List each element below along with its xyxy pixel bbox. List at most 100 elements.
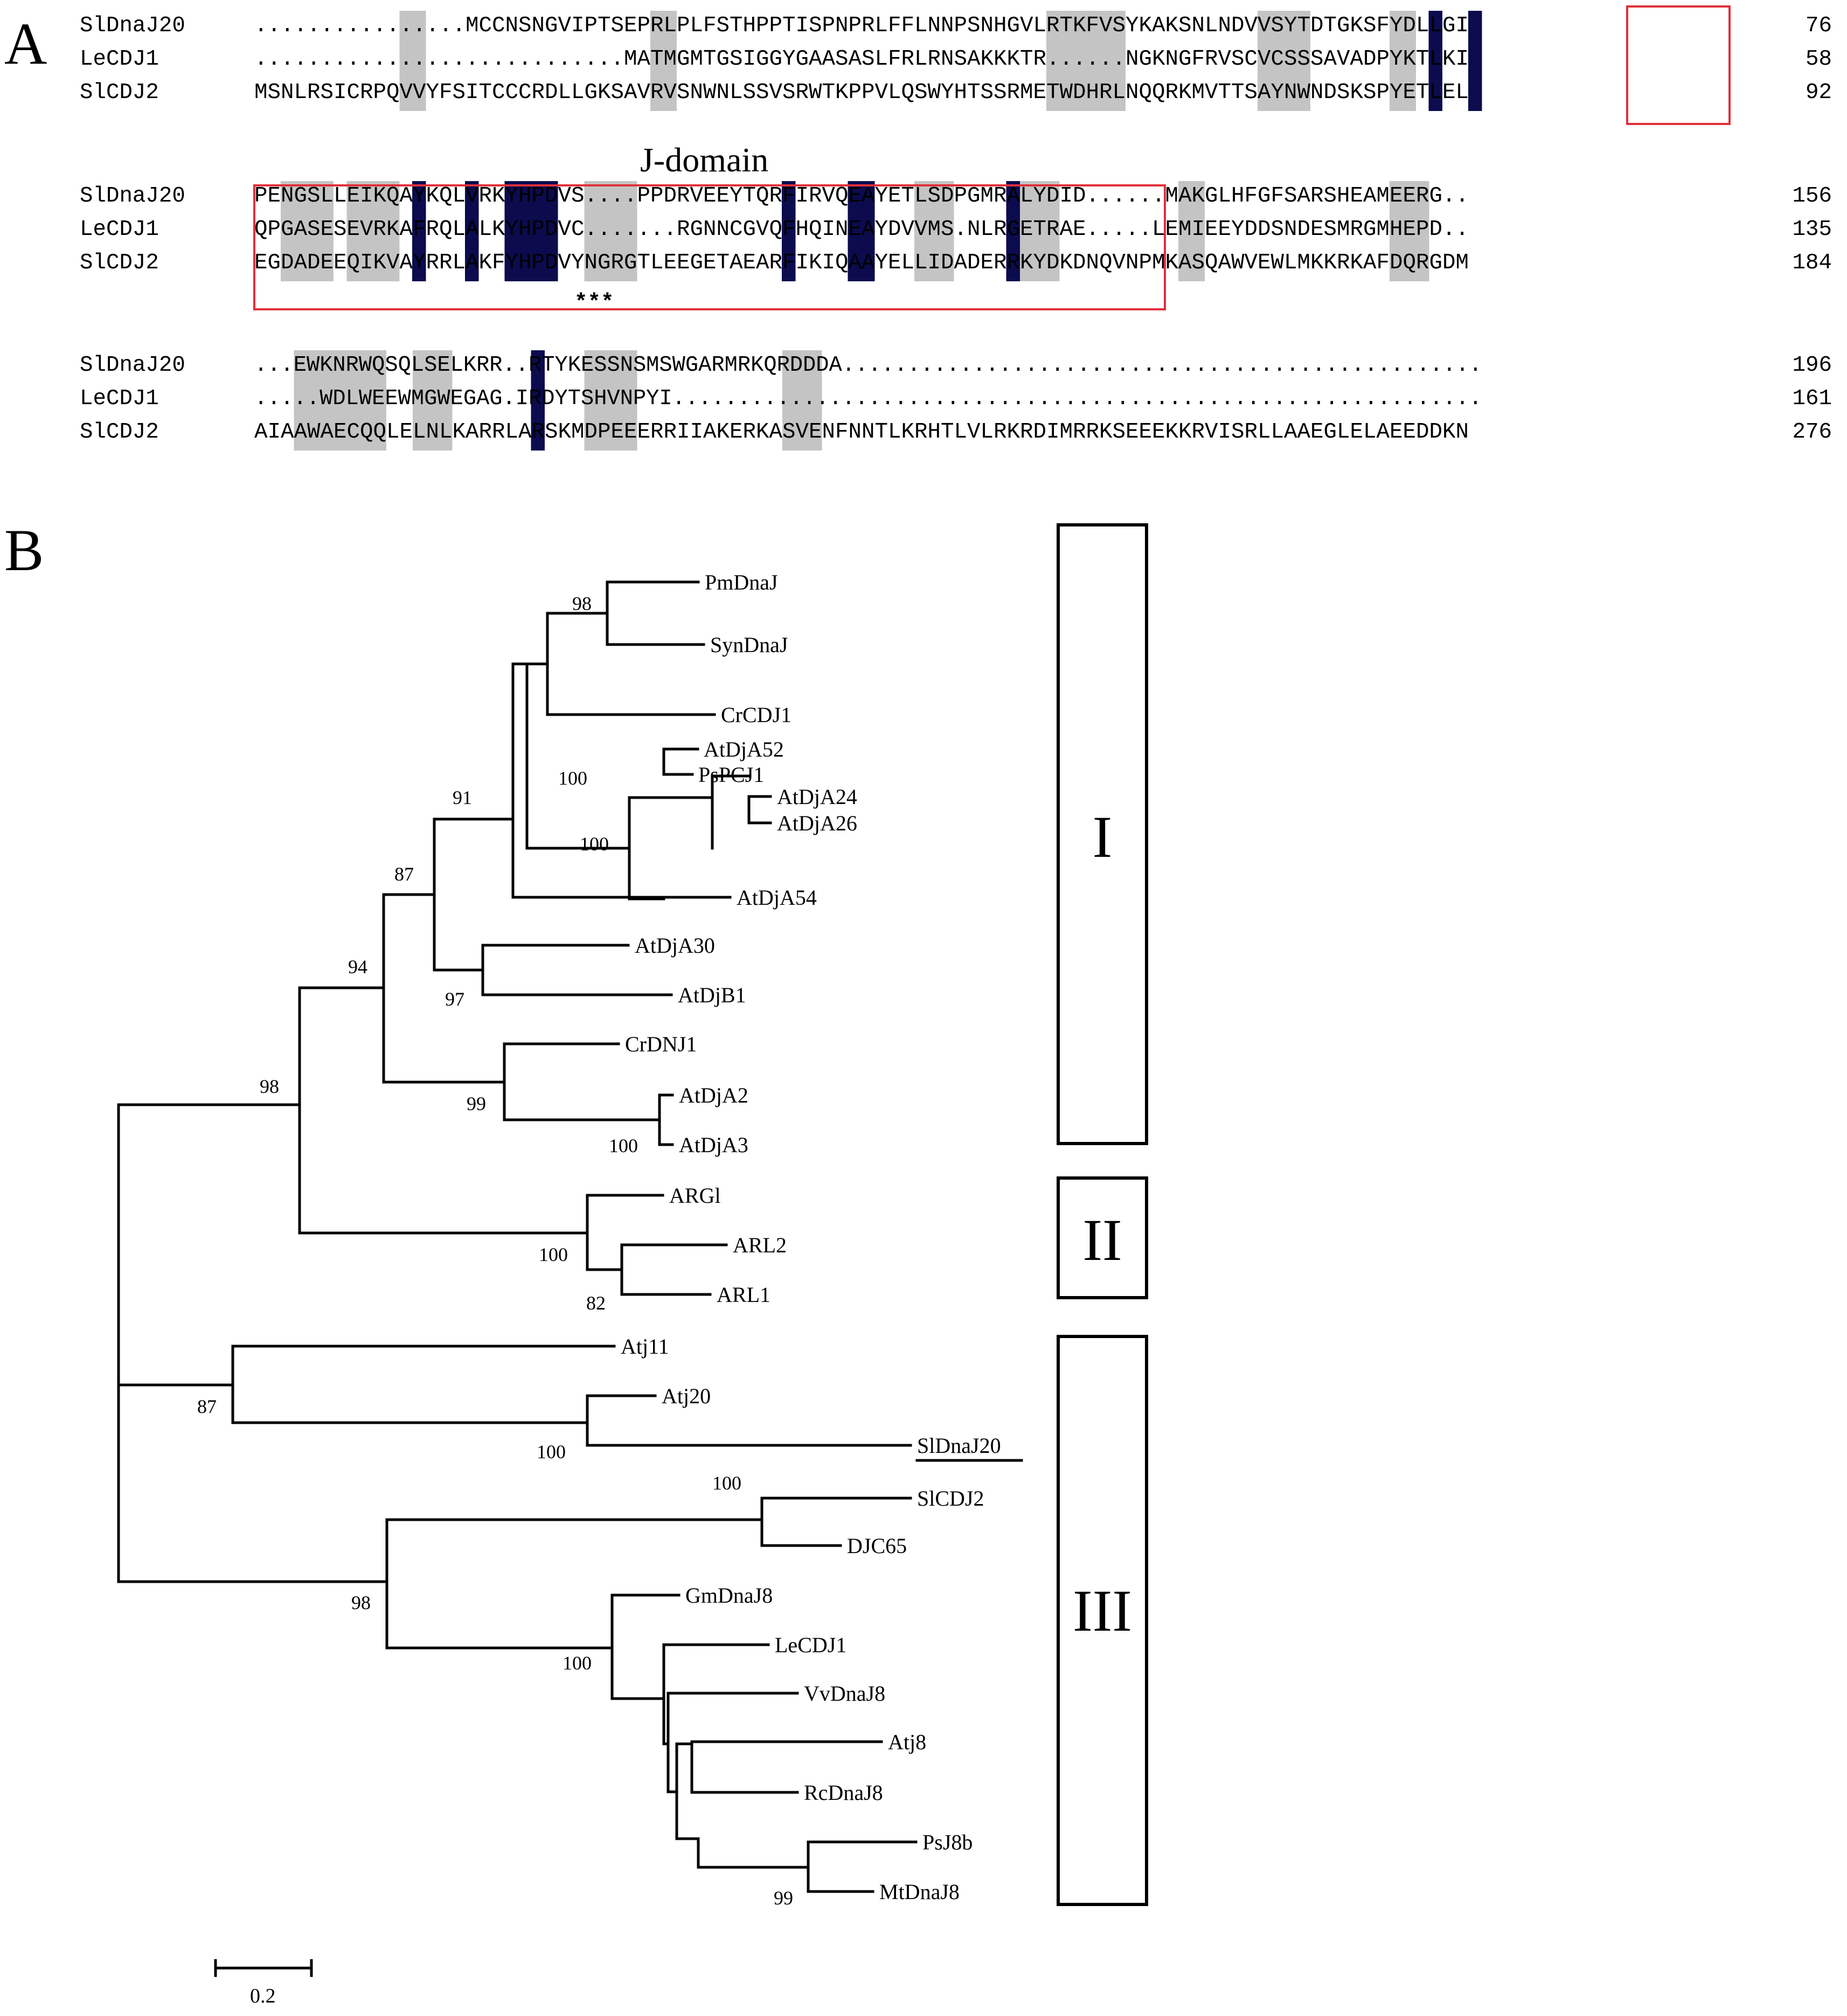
panel-a-alignment: A SlDnaJ20 ................MCCNSNGVIPTSEP… xyxy=(4,5,1832,451)
clade-III-box xyxy=(1057,1335,1148,1906)
similar-residue-highlight xyxy=(320,181,334,281)
bootstrap-value: 100 xyxy=(712,1472,741,1494)
identical-residue-highlight xyxy=(861,181,875,281)
sequence-residues: QPGASESEVRKAFRQLALKYHPDVC.......RGNNCGVQ… xyxy=(254,217,1469,242)
bootstrap-value: 94 xyxy=(348,956,367,978)
similar-residue-highlight xyxy=(346,350,360,451)
leaf-label: ARL1 xyxy=(717,1283,770,1307)
similar-residue-highlight xyxy=(1284,11,1297,111)
similar-residue-highlight xyxy=(598,181,611,281)
similar-residue-highlight xyxy=(1178,181,1192,281)
tree-bootstrap-values: 98 100 100 91 87 97 94 99 100 98 100 82 … xyxy=(197,593,793,1909)
sequence-residues: AIAAWAECQQLELNLKARRLARSKMDPEEERRIIAKERKA… xyxy=(254,420,1469,445)
identical-residue-highlight xyxy=(1428,11,1442,111)
similar-residue-highlight xyxy=(1402,11,1416,111)
leaf-label: AtDjA3 xyxy=(679,1133,748,1157)
similar-residue-highlight xyxy=(1297,11,1310,111)
similar-residue-highlight xyxy=(373,181,386,281)
bootstrap-value: 100 xyxy=(563,1652,592,1674)
leaf-label: AtDjA2 xyxy=(679,1083,748,1107)
sequence-name: LeCDJ1 xyxy=(80,386,159,411)
sequence-residues: ................MCCNSNGVIPTSEPRLPLFSTHPP… xyxy=(254,13,1469,38)
similar-residue-highlight xyxy=(386,181,400,281)
leaf-label: AtDjA54 xyxy=(737,885,817,910)
bootstrap-value: 100 xyxy=(558,767,587,789)
leaf-label: Atj8 xyxy=(888,1730,926,1754)
bootstrap-value: 100 xyxy=(609,1135,638,1156)
sequence-end-position: 156 xyxy=(1793,184,1832,209)
similar-residue-highlight xyxy=(1416,181,1429,281)
similar-residue-highlight xyxy=(320,350,334,451)
similar-residue-highlight xyxy=(914,181,928,281)
sequence-end-position: 135 xyxy=(1793,217,1832,242)
leaf-label: PmDnaJ xyxy=(705,570,778,594)
identical-residue-highlight xyxy=(504,181,518,281)
leaf-label: VvDnaJ8 xyxy=(804,1681,885,1706)
panel-a-letter: A xyxy=(4,11,47,77)
leaf-label: Atj20 xyxy=(662,1384,711,1408)
similar-residue-highlight xyxy=(663,11,677,111)
identical-residue-highlight xyxy=(412,181,426,281)
bootstrap-value: 100 xyxy=(580,833,609,855)
similar-residue-highlight xyxy=(413,11,426,111)
similar-residue-highlight xyxy=(294,181,307,281)
leaf-label: GmDnaJ8 xyxy=(685,1583,773,1608)
similar-residue-highlight xyxy=(1390,11,1403,111)
clade-III-label: III xyxy=(1073,1578,1132,1644)
similar-residue-highlight xyxy=(1270,11,1284,111)
bootstrap-value: 98 xyxy=(260,1076,279,1097)
clade-I-label: I xyxy=(1093,804,1113,870)
similar-residue-highlight xyxy=(927,181,941,281)
bootstrap-value: 99 xyxy=(774,1887,793,1909)
similar-residue-highlight xyxy=(334,350,347,451)
leaf-label: MtDnaJ8 xyxy=(879,1880,960,1904)
sequence-name: SlDnaJ20 xyxy=(80,184,185,209)
similar-residue-highlight xyxy=(360,350,373,451)
panel-b-phylogenetic-tree: B xyxy=(4,517,1148,2007)
identical-residue-highlight xyxy=(465,181,479,281)
sequence-name: SlDnaJ20 xyxy=(80,13,185,38)
alignment-highlights xyxy=(281,11,1482,451)
scale-bar xyxy=(214,1959,313,1977)
leaf-label: DJC65 xyxy=(847,1534,907,1558)
similar-residue-highlight xyxy=(346,181,360,281)
bootstrap-value: 87 xyxy=(197,1396,217,1417)
leaf-label: AtDjA52 xyxy=(704,737,784,761)
bootstrap-value: 99 xyxy=(467,1093,486,1114)
similar-residue-highlight xyxy=(281,181,294,281)
similar-residue-highlight xyxy=(1191,181,1205,281)
bootstrap-value: 98 xyxy=(351,1592,371,1613)
panel-b-letter: B xyxy=(4,517,44,583)
similar-residue-highlight xyxy=(941,181,954,281)
similar-residue-highlight xyxy=(1046,11,1060,111)
similar-residue-highlight xyxy=(782,350,796,451)
similar-residue-highlight xyxy=(1086,11,1099,111)
leaf-label: PsJ8b xyxy=(922,1830,973,1854)
leaf-label: AtDjA24 xyxy=(777,785,857,809)
leaf-label: AtDjB1 xyxy=(678,983,746,1007)
hpd-motif-stars: *** xyxy=(574,290,614,315)
sequence-residues: EGDADEEQIKVAYRRLAKFYHPDVYNGRGTLEEGETAEAR… xyxy=(254,251,1469,275)
sequence-name: SlCDJ2 xyxy=(80,251,159,275)
sequence-end-position: 58 xyxy=(1806,47,1832,72)
similar-residue-highlight xyxy=(413,350,426,451)
leaf-label-highlighted: SlDnaJ20 xyxy=(917,1433,1001,1458)
similar-residue-highlight xyxy=(1046,181,1060,281)
leaf-label: SynDnaJ xyxy=(710,633,788,657)
sequence-name: SlCDJ2 xyxy=(80,420,159,445)
jdomain-label: J-domain xyxy=(640,141,768,179)
sequence-name: SlDnaJ20 xyxy=(80,353,185,378)
similar-residue-highlight xyxy=(1059,11,1073,111)
bootstrap-value: 98 xyxy=(572,593,592,614)
leaf-label: PsPCJ1 xyxy=(698,763,764,787)
similar-residue-highlight xyxy=(439,350,453,451)
identical-residue-highlight xyxy=(518,181,532,281)
clade-II-box xyxy=(1057,1176,1148,1299)
bootstrap-value: 82 xyxy=(586,1292,606,1314)
similar-residue-highlight xyxy=(584,181,598,281)
alignment-sequences: SlDnaJ20 ................MCCNSNGVIPTSEPRL… xyxy=(80,13,1832,445)
identical-residue-highlight xyxy=(544,181,558,281)
sequence-end-position: 92 xyxy=(1806,80,1832,105)
similar-residue-highlight xyxy=(598,350,611,451)
similar-residue-highlight xyxy=(610,350,624,451)
